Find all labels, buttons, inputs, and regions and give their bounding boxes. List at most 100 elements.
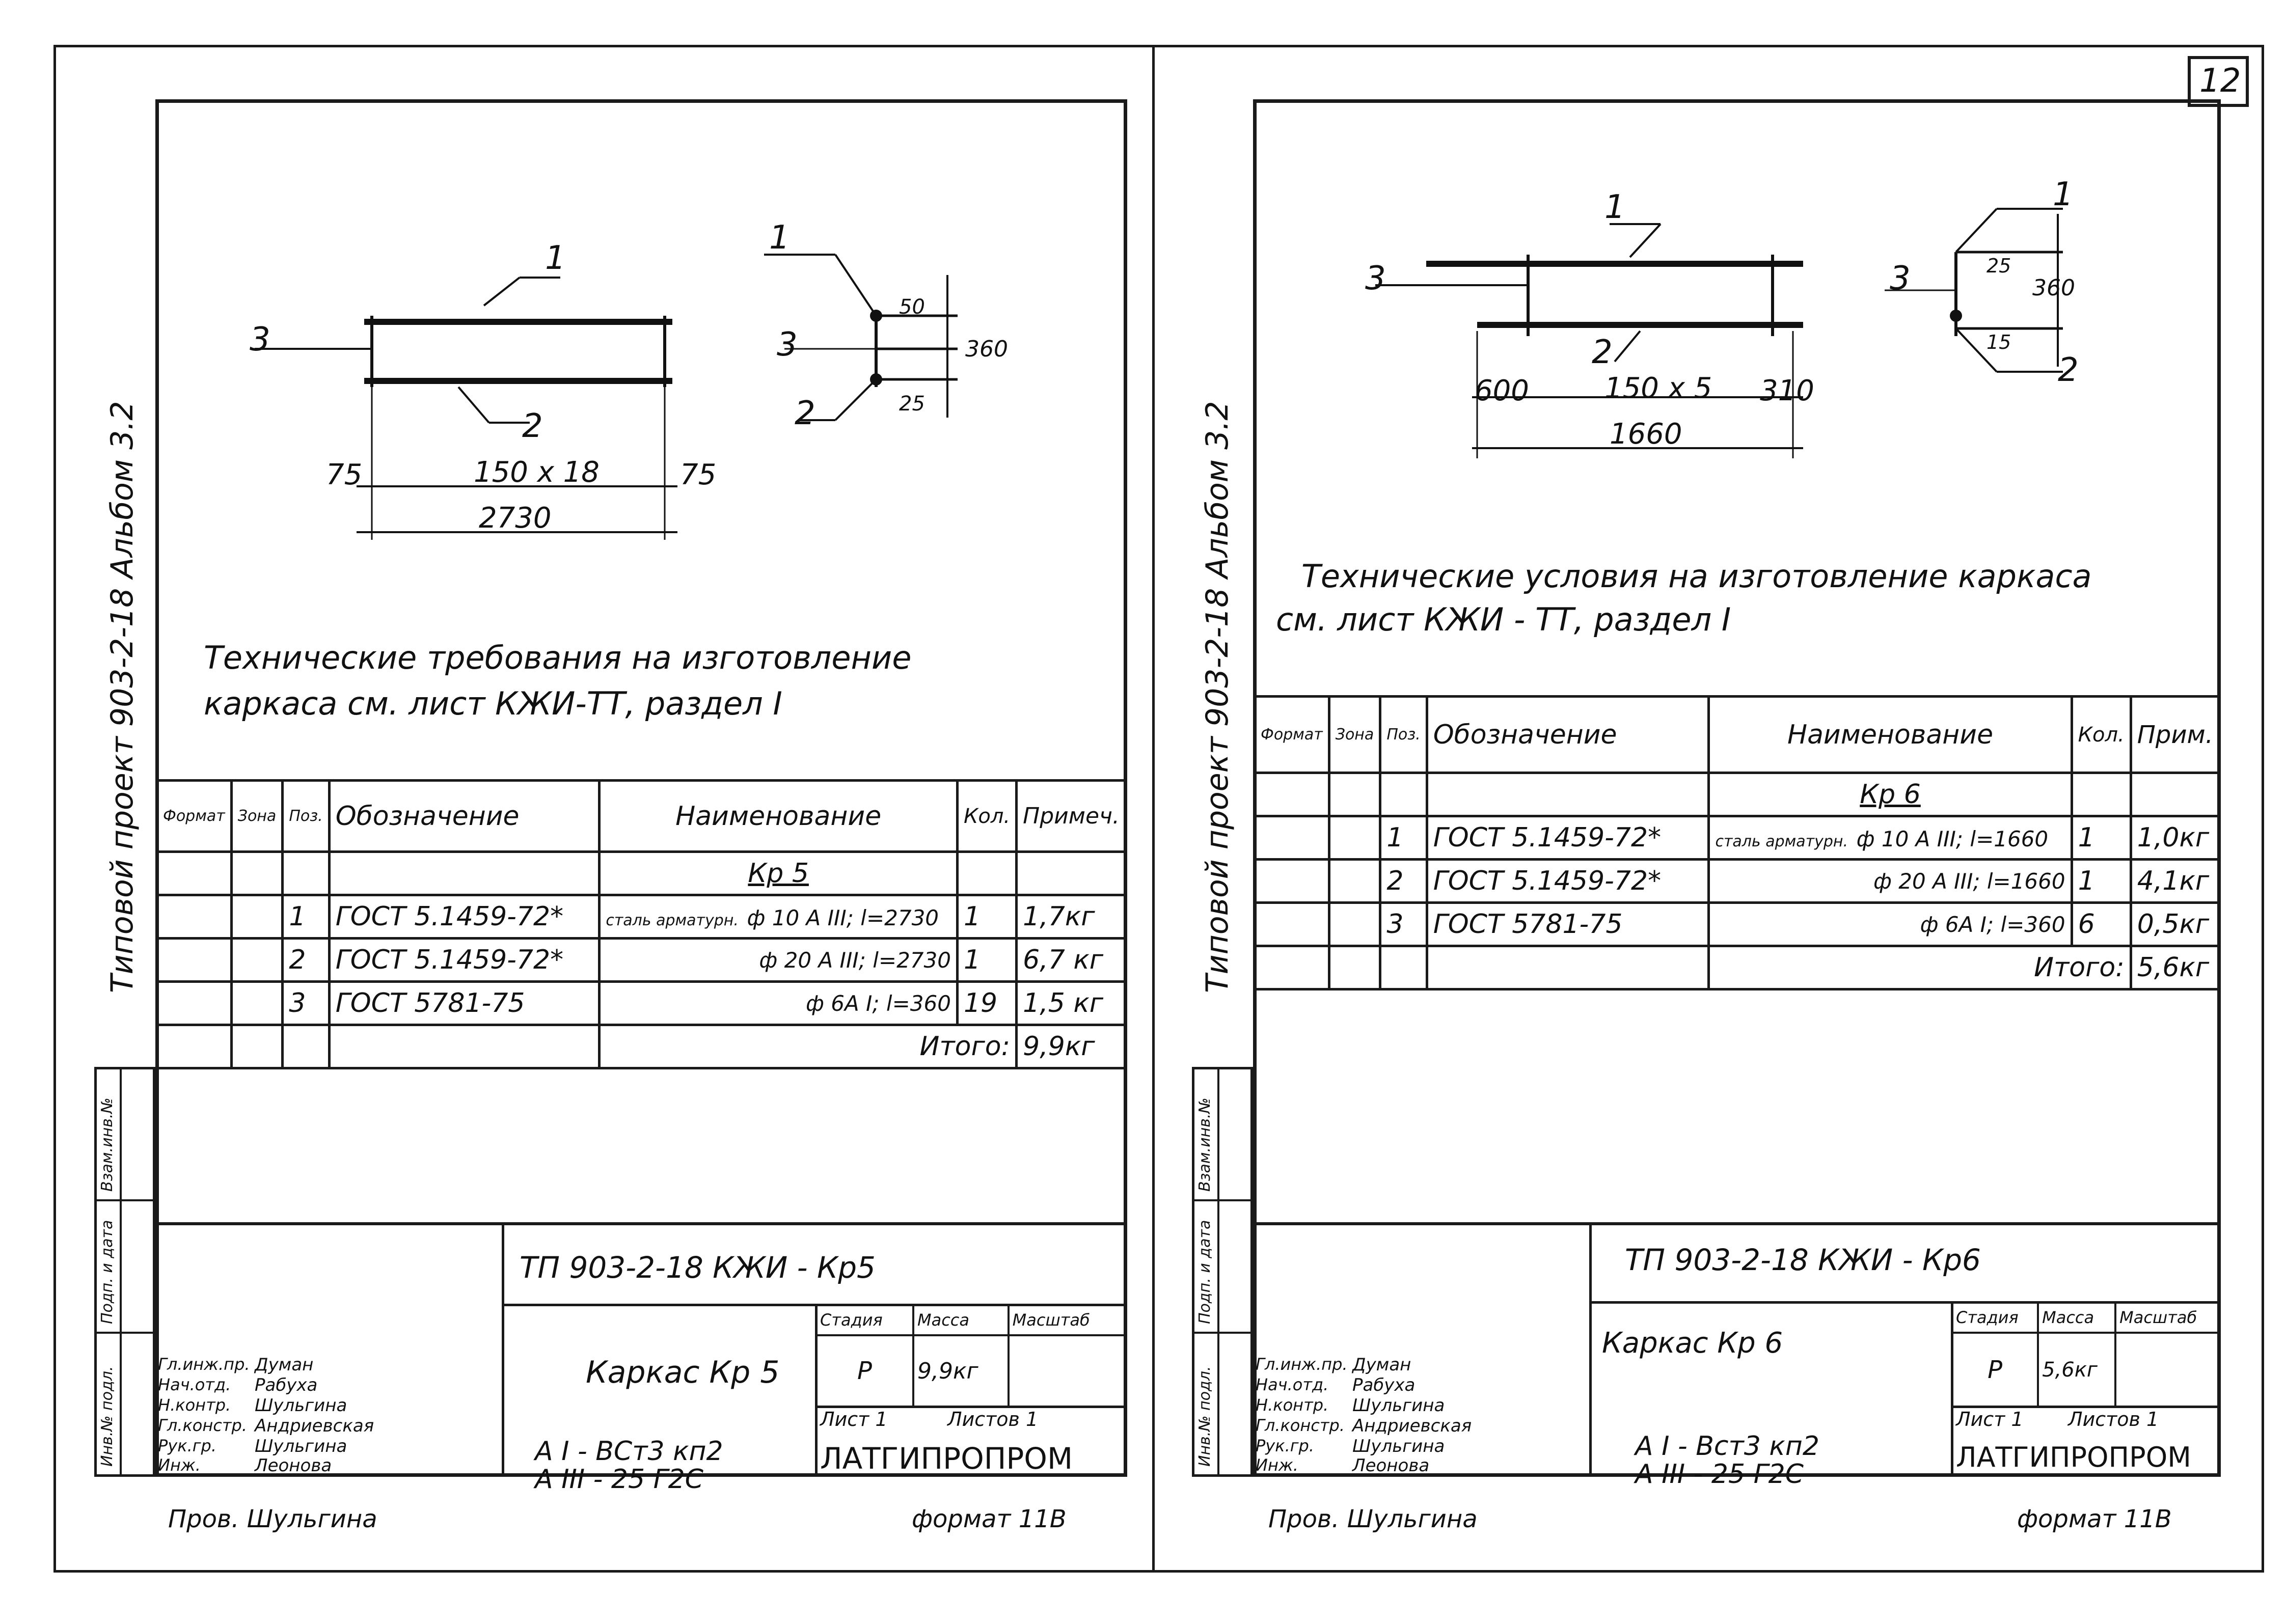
col-format: Формат [155,779,233,853]
page-number: 12 [2199,62,2241,100]
right-stamp-column [1192,1067,1253,1477]
col-designation: Обозначение [328,779,601,853]
left-spec-table: Формат Зона Поз. Обозначение Наименовани… [155,779,1127,1069]
table-row: 3 ГОСТ 5781-75 ф 6А I; l=360 19 1,5 кг [155,980,1127,1026]
left-note-line1: Технические требования на изготовление [204,639,912,676]
right-checked: Пров. Шульгина [1268,1505,1478,1533]
cell-note: 1,7кг [1015,894,1127,940]
table-row: 3 ГОСТ 5781-75 ф 6А I; l=360 6 0,5кг [1253,901,2221,947]
left-sheets-total: Листов 1 [947,1408,1039,1430]
cell-qty: 19 [956,980,1018,1026]
cell-pos: 1 [1379,815,1428,861]
right-dim-bottom: 15 [1986,331,2011,353]
right-dim-spacing: 150 x 5 [1604,372,1712,405]
cell-qty: 1 [956,894,1018,940]
cell-name: ф 6А I; l=360 [598,980,959,1026]
col-designation: Обозначение [1425,695,1710,774]
mass-value: 9,9кг [912,1334,1010,1408]
col-qty: Кол. [2070,695,2132,774]
table-row: Кр 5 [155,850,1127,896]
left-pos-3b: 3 [777,326,798,364]
cell-pos: 3 [1379,901,1428,947]
left-stamp-column [94,1067,155,1477]
right-org: ЛАТГИПРОПРОМ [1956,1441,2191,1473]
cell-name: ф 20 А III; l=1660 [1707,858,2073,904]
right-pos-3b: 3 [1890,260,1911,297]
total-value: 9,9кг [1015,1024,1127,1069]
cell-qty: 1 [2070,815,2132,861]
right-pos-3: 3 [1365,260,1386,297]
cell-designation: ГОСТ 5.1459-72* [328,937,601,983]
right-note-line1: Технические условия на изготовление карк… [1301,558,2092,595]
left-material-a: A I - ВСт3 кп2 [535,1436,723,1467]
stage-header: Стадия [815,1304,914,1336]
left-dim-top: 50 [899,295,925,319]
left-title-block [155,1222,1127,1477]
group-label: Кр 5 [598,850,959,896]
right-dim-total: 1660 [1610,418,1682,451]
total-value: 5,6кг [2129,945,2221,990]
stage-value: Р [815,1334,914,1408]
right-sheet-num: Лист 1 [1956,1408,2024,1430]
left-item-name: Каркас Кр 5 [586,1355,780,1390]
group-label: Кр 6 [1707,772,2073,817]
right-dim-top: 25 [1986,255,2011,277]
left-dim-edge-right: 75 [680,458,717,491]
left-pos-1b: 1 [769,219,790,257]
left-doc-code: ТП 903-2-18 КЖИ - Кр5 [520,1250,876,1285]
left-org: ЛАТГИПРОПРОМ [820,1441,1073,1476]
cell-designation: ГОСТ 5.1459-72* [1425,858,1710,904]
col-format: Формат [1253,695,1330,774]
right-material-b: A III - 25 Г2С [1635,1459,1804,1490]
sheet-divider [1152,45,1155,1573]
right-pos-2: 2 [1592,334,1613,371]
cell-qty: 1 [956,937,1018,983]
total-label: Итого: [598,1024,1018,1069]
cell-name: ф 20 А III; l=2730 [598,937,959,983]
mass-value: 5,6кг [2037,1332,2117,1408]
table-row: Кр 6 [1253,772,2221,817]
stage-value: Р [1950,1332,2039,1408]
table-row: Итого: 9,9кг [155,1024,1127,1069]
col-pos: Поз. [281,779,331,853]
cell-designation: ГОСТ 5781-75 [1425,901,1710,947]
right-title-block [1253,1222,2221,1477]
right-dim-edge-right: 310 [1760,374,1814,407]
left-pos-2b: 2 [795,395,815,432]
right-doc-code: ТП 903-2-18 КЖИ - Кр6 [1625,1243,1981,1277]
left-checked: Пров. Шульгина [168,1505,377,1533]
left-pos-2: 2 [522,407,543,445]
right-pos-1: 1 [1604,188,1625,226]
right-dim-edge-left: 600 [1475,374,1529,407]
cell-note: 6,7 кг [1015,937,1127,983]
table-row: 1 ГОСТ 5.1459-72* сталь арматурн. ф 10 А… [1253,815,2221,861]
mass-header: Масса [912,1304,1010,1336]
table-row: Итого: 5,6кг [1253,945,2221,990]
right-pos-1b: 1 [2053,176,2074,213]
scale-value [2114,1332,2221,1408]
col-pos: Поз. [1379,695,1428,774]
scale-value [1007,1334,1128,1408]
col-zone: Зона [1327,695,1382,774]
left-material-b: A III - 25 Г2С [535,1464,703,1495]
left-note-line2: каркаса см. лист КЖИ-ТТ, раздел I [204,685,782,722]
right-note-line2: см. лист КЖИ - ТТ, раздел I [1276,601,1731,638]
left-roles: Гл.инж.пр. Думан Нач.отд. Рабуха Н.контр… [158,1355,374,1476]
cell-designation: ГОСТ 5781-75 [328,980,601,1026]
total-label: Итого: [1707,945,2132,990]
cell-pos: 2 [281,937,331,983]
left-format: формат 11В [912,1505,1067,1533]
right-format: формат 11В [2017,1505,2172,1533]
right-item-name: Каркас Кр 6 [1602,1327,1783,1360]
outer-frame [53,45,2264,1573]
left-pos-3: 3 [250,321,270,359]
col-zone: Зона [230,779,284,853]
left-dim-height: 360 [965,336,1008,362]
cell-pos: 1 [281,894,331,940]
table-row: 2 ГОСТ 5.1459-72* ф 20 А III; l=2730 1 6… [155,937,1127,983]
left-dim-spacing: 150 x 18 [474,456,600,489]
col-name: Наименование [1707,695,2073,774]
